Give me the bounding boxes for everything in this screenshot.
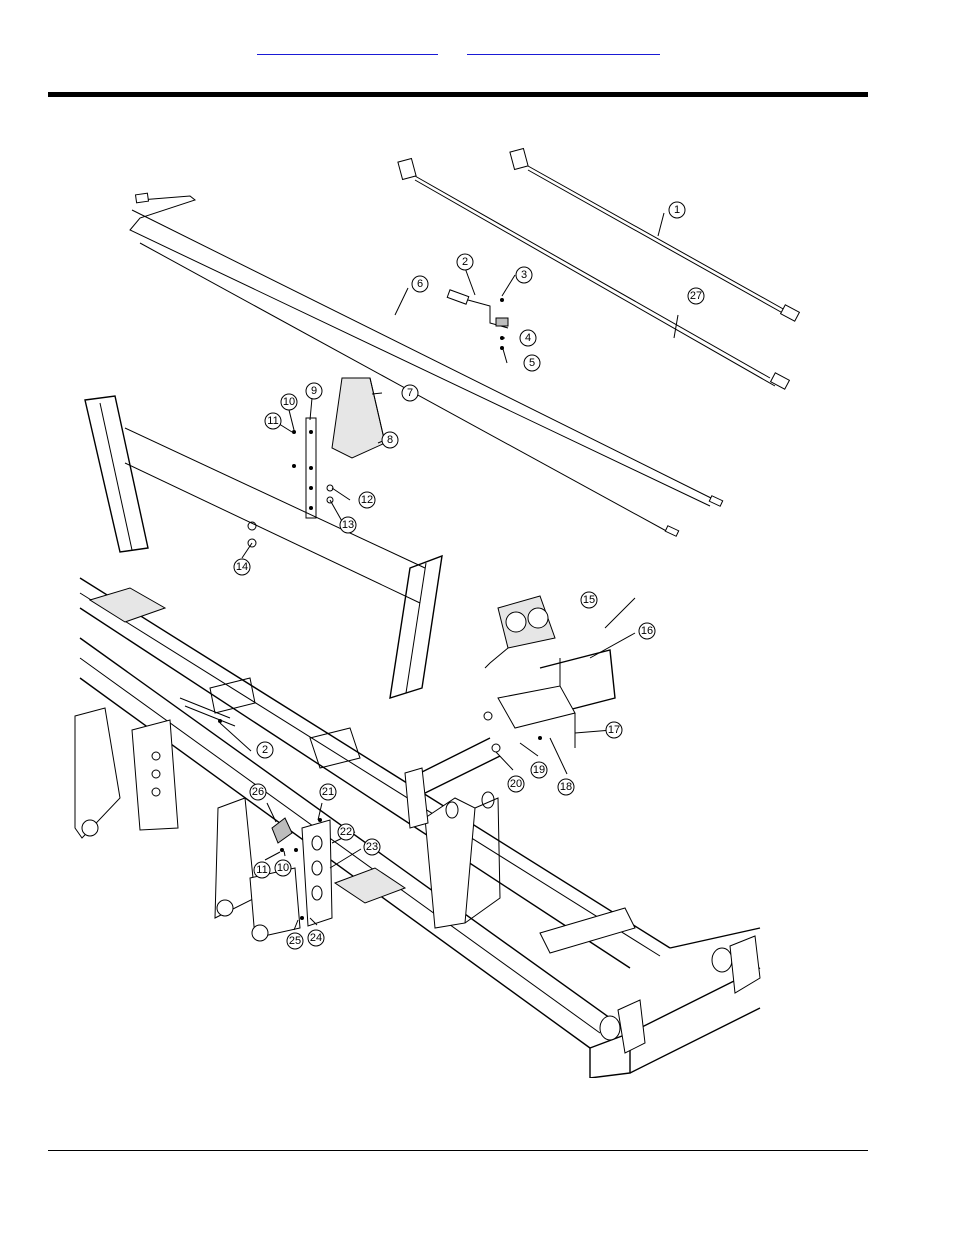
- svg-text:3: 3: [521, 269, 527, 281]
- callout-16: 16: [639, 623, 655, 639]
- svg-text:17: 17: [608, 724, 620, 736]
- svg-text:16: 16: [641, 625, 653, 637]
- callout-15: 15: [581, 592, 597, 608]
- callout-2-lower: 2: [257, 742, 273, 758]
- callout-27: 27: [688, 288, 704, 304]
- footer-rule: [48, 1150, 868, 1151]
- svg-text:18: 18: [560, 781, 572, 793]
- smv-sign-7: [332, 378, 385, 458]
- callout-19: 19: [531, 762, 547, 778]
- callout-13: 13: [340, 517, 356, 533]
- svg-text:27: 27: [690, 290, 702, 302]
- svg-text:26: 26: [252, 786, 264, 798]
- callout-20: 20: [508, 776, 524, 792]
- callout-8: 8: [382, 432, 398, 448]
- svg-text:5: 5: [529, 357, 535, 369]
- callout-6: 6: [412, 276, 428, 292]
- svg-text:24: 24: [310, 932, 322, 944]
- svg-text:7: 7: [407, 387, 413, 399]
- header-link-1[interactable]: [257, 38, 438, 55]
- callout-11-lower: 11: [254, 862, 270, 878]
- light-bracket-17: [484, 658, 575, 752]
- callout-17: 17: [606, 722, 622, 738]
- callout-14: 14: [234, 559, 250, 575]
- svg-text:21: 21: [322, 786, 334, 798]
- main-frame: [80, 578, 760, 1078]
- callout-25: 25: [287, 933, 303, 949]
- svg-text:20: 20: [510, 778, 522, 790]
- header-link-2[interactable]: [467, 38, 660, 55]
- callout-23: 23: [364, 839, 380, 855]
- svg-text:23: 23: [366, 841, 378, 853]
- callout-4: 4: [520, 330, 536, 346]
- monitor-26: [272, 818, 298, 852]
- svg-text:1: 1: [674, 204, 680, 216]
- svg-text:25: 25: [289, 935, 301, 947]
- callout-21: 21: [320, 784, 336, 800]
- callout-12: 12: [359, 492, 375, 508]
- callout-11: 11: [265, 413, 281, 429]
- callout-26: 26: [250, 784, 266, 800]
- svg-text:11: 11: [256, 864, 267, 876]
- header-rule: [48, 92, 868, 97]
- svg-text:22: 22: [340, 826, 352, 838]
- callout-7: 7: [402, 385, 418, 401]
- svg-text:19: 19: [533, 764, 545, 776]
- svg-text:14: 14: [236, 561, 248, 573]
- svg-text:13: 13: [342, 519, 354, 531]
- svg-text:9: 9: [311, 385, 317, 397]
- wiring-harness-1: [510, 148, 800, 321]
- bracket-2: [447, 290, 508, 350]
- wiring-harness-6: [130, 193, 723, 536]
- callout-9: 9: [306, 383, 322, 399]
- callout-5: 5: [524, 355, 540, 371]
- svg-text:6: 6: [417, 278, 423, 290]
- clip-2-lower: [180, 698, 235, 726]
- light-15: [485, 596, 555, 668]
- callout-2: 2: [457, 254, 473, 270]
- callout-22: 22: [338, 824, 354, 840]
- callout-18: 18: [558, 779, 574, 795]
- svg-text:15: 15: [583, 594, 595, 606]
- callout-3: 3: [516, 267, 532, 283]
- svg-text:12: 12: [361, 494, 373, 506]
- svg-text:10: 10: [277, 862, 289, 874]
- callout-1: 1: [669, 202, 685, 218]
- parts-diagram: 1 2 3 4 5 6 7 8 9 10 11 12 13 14 15 16 1…: [70, 138, 815, 1078]
- callout-24: 24: [308, 930, 324, 946]
- svg-text:8: 8: [387, 434, 393, 446]
- callout-10: 10: [281, 394, 297, 410]
- svg-text:4: 4: [525, 332, 531, 344]
- monitor-bracket-22: [300, 818, 332, 926]
- wiring-harness-27: [398, 158, 790, 389]
- svg-text:11: 11: [267, 415, 278, 427]
- callout-10-lower: 10: [275, 860, 291, 876]
- svg-text:10: 10: [283, 396, 295, 408]
- svg-text:2: 2: [262, 744, 268, 756]
- svg-text:2: 2: [462, 256, 468, 268]
